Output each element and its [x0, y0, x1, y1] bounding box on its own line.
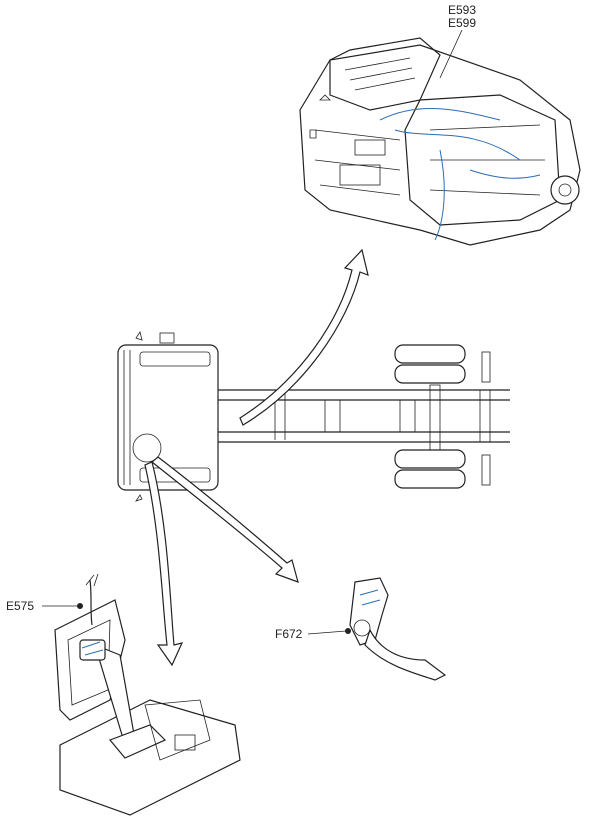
truck-chassis-illustration	[117, 331, 510, 502]
label-e599: E599	[448, 16, 477, 30]
arrow-to-clutch-pedal	[144, 461, 184, 667]
label-f672: F672	[275, 627, 303, 641]
gearbox-illustration	[299, 37, 581, 246]
label-e575: E575	[6, 599, 35, 613]
clutch-pedal-illustration	[54, 573, 241, 816]
label-e593: E593	[448, 3, 477, 17]
arrow-to-accelerator-pedal	[151, 456, 299, 583]
accelerator-sensor-leader-line	[307, 630, 347, 635]
accelerator-pedal-illustration	[345, 577, 447, 681]
arrow-to-gearbox	[239, 248, 369, 426]
gearbox-leader-line	[439, 29, 463, 79]
